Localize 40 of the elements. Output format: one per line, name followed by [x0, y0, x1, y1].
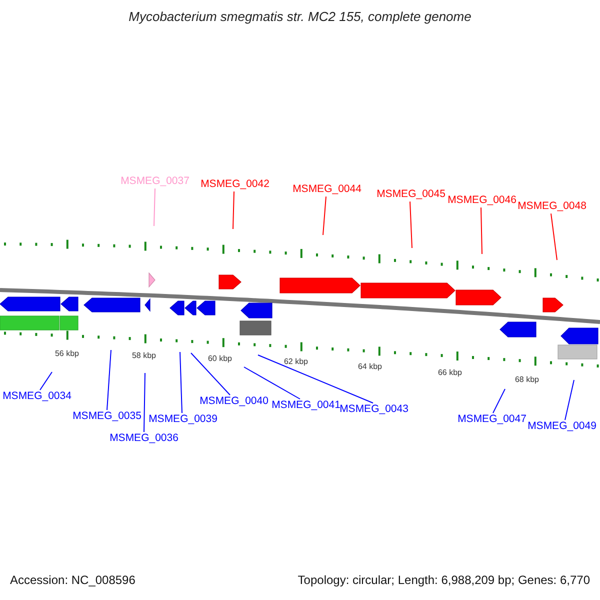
gene-label: MSMEG_0035 — [72, 411, 142, 423]
leader-line — [492, 388, 506, 414]
leader-line — [106, 350, 112, 410]
gene-label: MSMEG_0042 — [200, 179, 270, 191]
gene-label: MSMEG_0037 — [120, 176, 190, 188]
leader-line — [550, 213, 558, 260]
scale-label: 56 kbp — [54, 350, 80, 359]
scale-label: 60 kbp — [208, 355, 232, 364]
gene-label: MSMEG_0044 — [292, 184, 362, 196]
gene-label: MSMEG_0046 — [448, 195, 516, 207]
leader-line — [154, 188, 156, 226]
gene-label: MSMEG_0043 — [340, 404, 408, 416]
gene-label: MSMEG_0045 — [376, 189, 446, 201]
leader-line — [410, 201, 412, 248]
leader-line — [232, 191, 234, 230]
scale-label: 66 kbp — [438, 369, 462, 378]
leader-line — [144, 372, 146, 432]
gene-label: MSMEG_0047 — [458, 414, 526, 426]
scale-label: 58 kbp — [132, 352, 156, 361]
leader-line — [322, 196, 326, 236]
leader-line — [564, 380, 574, 420]
leader-line — [244, 366, 300, 400]
footer-text: Accession: NC_008596 — [10, 574, 136, 588]
title: Mycobacterium smegmatis str. MC2 155, complete genome — [128, 10, 472, 24]
gene-label: MSMEG_0048 — [518, 201, 586, 213]
footer-text: Topology: circular; Length: 6,988,209 bp; Genes: 6,770 — [298, 574, 590, 588]
leader-line — [180, 352, 182, 414]
gene-label: MSMEG_0049 — [528, 421, 596, 433]
gene-label: MSMEG_0041 — [272, 400, 340, 412]
gene-label: MSMEG_0034 — [2, 391, 72, 403]
leader-line — [40, 372, 52, 390]
scale-label: 62 kbp — [284, 358, 308, 367]
gene-label: MSMEG_0039 — [148, 414, 218, 426]
scale-label: 68 kbp — [514, 376, 540, 385]
gene-label: MSMEG_0040 — [200, 396, 268, 408]
leader-line — [258, 354, 374, 404]
leader-line — [190, 352, 230, 396]
scale-label: 64 kbp — [358, 363, 382, 372]
gene-label: MSMEG_0036 — [110, 433, 178, 445]
leader-line — [480, 207, 482, 254]
